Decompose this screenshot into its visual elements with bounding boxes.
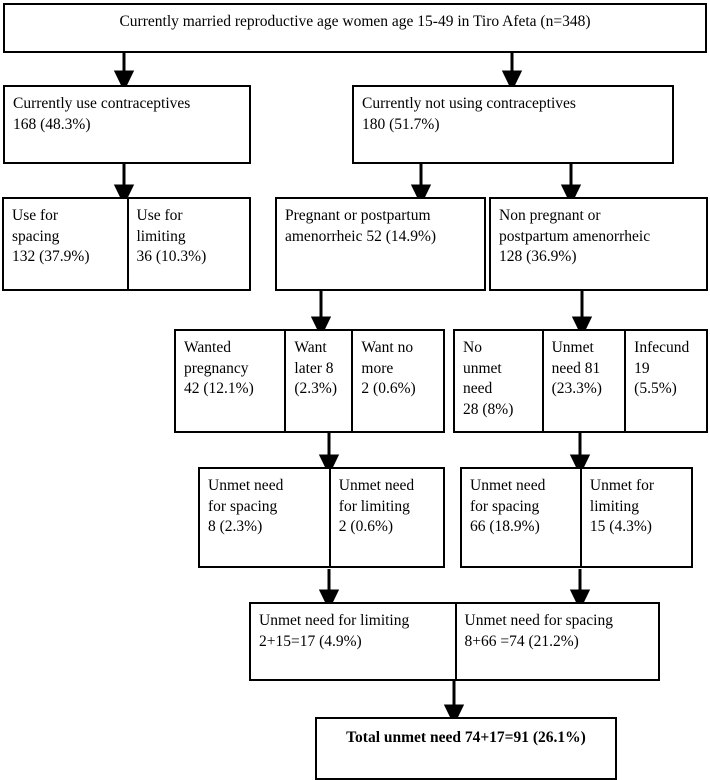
box-no-unmet-need-line3: need bbox=[463, 380, 493, 398]
box-total-unmet-limiting[interactable]: Unmet need for limiting 2+15=17 (4.9%) bbox=[251, 604, 455, 679]
box-unmet-need-81-line1: Unmet bbox=[551, 339, 594, 356]
box-grand-total-cell: Total unmet need 74+17=91 (26.1%) bbox=[317, 719, 615, 778]
box-pregnant-line2: amenorrheic 52 (14.9%) bbox=[285, 227, 437, 245]
box-no-unmet-need-line2: unmet bbox=[463, 359, 502, 377]
box-use-spacing-line2: spacing bbox=[12, 227, 60, 245]
box-unmet-need-81-line3: (23.3%) bbox=[551, 380, 602, 398]
box-non-pregnant-line3: 128 (36.9%) bbox=[499, 248, 577, 266]
box-unmet-need-status-group[interactable]: No unmet need 28 (8%) Unmet need 81 (23.… bbox=[453, 329, 708, 433]
box-using-line1: Currently use contraceptives bbox=[13, 95, 191, 112]
box-pregnant-line1: Pregnant or postpartum bbox=[285, 207, 431, 224]
box-unmet-limiting-15-line3: 15 (4.3%) bbox=[589, 518, 652, 536]
box-currently-not-using-contraceptives[interactable]: Currently not using contraceptives 180 (… bbox=[352, 85, 674, 164]
box-use-for-limiting[interactable]: Use for limiting 36 (10.3%) bbox=[126, 199, 250, 289]
box-root-text: Currently married reproductive age women… bbox=[119, 13, 591, 30]
box-root[interactable]: Currently married reproductive age women… bbox=[3, 3, 707, 53]
box-total-unmet-spacing[interactable]: Unmet need for spacing 8+66 =74 (21.2%) bbox=[454, 604, 659, 679]
box-non-pregnant-line2: postpartum amenorrheic bbox=[499, 227, 651, 245]
box-unmet-limiting-15-line2: limiting bbox=[589, 497, 640, 515]
box-want-no-more-line2: more bbox=[361, 359, 394, 377]
box-unmet-need-81-line2: need 81 bbox=[551, 359, 601, 377]
box-grand-total[interactable]: Total unmet need 74+17=91 (26.1%) bbox=[315, 717, 617, 780]
box-pregnant-cell: Pregnant or postpartum amenorrheic 52 (1… bbox=[277, 199, 484, 289]
box-no-unmet-need-line1: No bbox=[463, 339, 482, 356]
box-want-no-more-line1: Want no bbox=[361, 339, 414, 356]
box-use-spacing-line1: Use for bbox=[12, 207, 59, 224]
box-use-limiting-line3: 36 (10.3%) bbox=[136, 248, 207, 266]
box-unmet-spacing-66-line1: Unmet need bbox=[470, 477, 546, 494]
box-unmet-spacing-8[interactable]: Unmet need for spacing 8 (2.3%) bbox=[200, 469, 329, 566]
box-wanted-pregnancy[interactable]: Wanted pregnancy 42 (12.1%) bbox=[176, 331, 284, 431]
box-no-unmet-need-line4: 28 (8%) bbox=[463, 400, 514, 418]
box-unmet-spacing-66-line3: 66 (18.9%) bbox=[470, 518, 540, 536]
box-total-spacing-line1: Unmet need for spacing bbox=[464, 612, 614, 629]
box-want-later[interactable]: Want later 8 (2.3%) bbox=[284, 331, 351, 431]
box-unmet-limiting-2-line1: Unmet need bbox=[338, 477, 415, 494]
box-unmet-spacing-8-line2: for spacing bbox=[208, 497, 278, 515]
box-totals-group[interactable]: Unmet need for limiting 2+15=17 (4.9%) U… bbox=[249, 602, 660, 681]
box-want-no-more-line3: 2 (0.6%) bbox=[361, 380, 416, 398]
box-unmet-spacing-8-line3: 8 (2.3%) bbox=[208, 518, 263, 536]
box-not-using-cell: Currently not using contraceptives 180 (… bbox=[354, 87, 672, 162]
box-pregnant-or-postpartum[interactable]: Pregnant or postpartum amenorrheic 52 (1… bbox=[275, 197, 486, 291]
box-use-limiting-line2: limiting bbox=[136, 227, 186, 245]
box-total-limiting-line2: 2+15=17 (4.9%) bbox=[259, 632, 362, 650]
box-unmet-spacing-66-line2: for spacing bbox=[470, 497, 540, 515]
box-non-pregnant-line1: Non pregnant or bbox=[499, 207, 601, 224]
box-using-line2: 168 (48.3%) bbox=[13, 115, 91, 133]
box-use-spacing-limiting[interactable]: Use for spacing 132 (37.9%) Use for limi… bbox=[2, 197, 251, 291]
box-not-using-line1: Currently not using contraceptives bbox=[362, 95, 576, 112]
box-no-unmet-need[interactable]: No unmet need 28 (8%) bbox=[455, 331, 542, 431]
box-infecund-line2: 19 bbox=[634, 359, 650, 377]
box-total-spacing-line2: 8+66 =74 (21.2%) bbox=[464, 632, 579, 650]
box-pregnancy-intention-group[interactable]: Wanted pregnancy 42 (12.1%) Want later 8… bbox=[174, 329, 445, 433]
box-want-later-line2: later 8 bbox=[294, 359, 334, 377]
box-unmet-spacing-66[interactable]: Unmet need for spacing 66 (18.9%) bbox=[462, 469, 580, 566]
box-unmet-limiting-15-line1: Unmet for bbox=[589, 477, 655, 494]
box-non-pregnant-cell: Non pregnant or postpartum amenorrheic 1… bbox=[491, 199, 706, 289]
box-unmet-limiting-2-line3: 2 (0.6%) bbox=[338, 518, 394, 536]
box-root-cell: Currently married reproductive age women… bbox=[5, 5, 705, 51]
box-want-later-line1: Want bbox=[294, 339, 327, 356]
box-use-spacing-line3: 132 (37.9%) bbox=[12, 248, 90, 266]
box-unmet-spacing-8-line1: Unmet need bbox=[208, 477, 284, 494]
box-infecund-line1: Infecund bbox=[634, 339, 690, 356]
box-currently-use-contraceptives[interactable]: Currently use contraceptives 168 (48.3%) bbox=[3, 85, 251, 164]
box-unmet-need-pregnant-group[interactable]: Unmet need for spacing 8 (2.3%) Unmet ne… bbox=[198, 467, 445, 568]
box-infecund[interactable]: Infecund 19 (5.5%) bbox=[624, 331, 706, 431]
box-want-no-more[interactable]: Want no more 2 (0.6%) bbox=[351, 331, 443, 431]
box-not-using-line2: 180 (51.7%) bbox=[362, 115, 440, 133]
box-grand-total-text: Total unmet need 74+17=91 (26.1%) bbox=[346, 729, 586, 746]
box-unmet-limiting-2[interactable]: Unmet need for limiting 2 (0.6%) bbox=[328, 469, 443, 566]
box-wanted-pregnancy-line1: Wanted bbox=[184, 339, 231, 356]
box-use-for-spacing[interactable]: Use for spacing 132 (37.9%) bbox=[4, 199, 127, 289]
box-unmet-limiting-15[interactable]: Unmet for limiting 15 (4.3%) bbox=[579, 469, 691, 566]
box-unmet-need-81[interactable]: Unmet need 81 (23.3%) bbox=[541, 331, 625, 431]
box-unmet-limiting-2-line2: for limiting bbox=[338, 497, 410, 515]
box-unmet-need-non-pregnant-group[interactable]: Unmet need for spacing 66 (18.9%) Unmet … bbox=[460, 467, 693, 568]
box-infecund-line3: (5.5%) bbox=[634, 380, 677, 398]
box-wanted-pregnancy-line3: 42 (12.1%) bbox=[184, 380, 254, 398]
box-wanted-pregnancy-line2: pregnancy bbox=[184, 359, 249, 377]
box-non-pregnant-or-postpartum[interactable]: Non pregnant or postpartum amenorrheic 1… bbox=[489, 197, 708, 291]
box-use-limiting-line1: Use for bbox=[136, 207, 183, 224]
box-want-later-line3: (2.3%) bbox=[294, 380, 338, 398]
box-total-limiting-line1: Unmet need for limiting bbox=[259, 612, 410, 629]
box-using-cell: Currently use contraceptives 168 (48.3%) bbox=[5, 87, 249, 162]
